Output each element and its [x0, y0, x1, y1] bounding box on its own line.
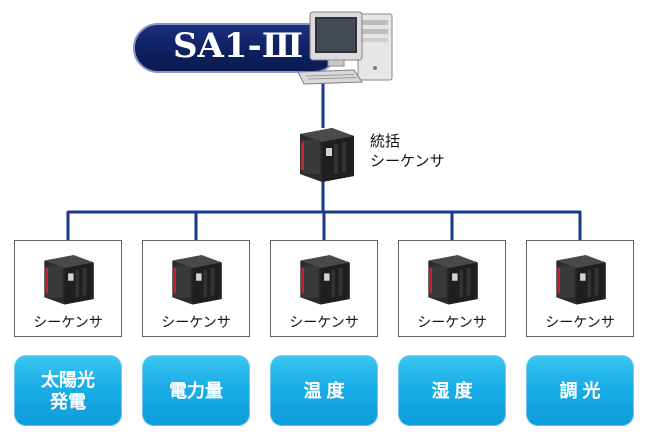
plc-unit-label: シーケンサ — [33, 314, 103, 330]
plc-unit-3: シーケンサ — [270, 240, 378, 337]
function-box-power: 電力量 — [142, 355, 250, 426]
system-badge — [133, 23, 339, 73]
plc-unit-label: シーケンサ — [289, 314, 359, 330]
plc-unit-4: シーケンサ — [398, 240, 506, 337]
plc-unit-1: シーケンサ — [14, 240, 122, 337]
desktop-computer-icon — [297, 11, 393, 85]
plc-module-icon — [300, 255, 350, 305]
plc-module-icon — [44, 255, 94, 305]
plc-module-icon — [172, 255, 222, 305]
plc-unit-5: シーケンサ — [526, 240, 634, 337]
plc-unit-label: シーケンサ — [161, 314, 231, 330]
plc-unit-label: シーケンサ — [545, 314, 615, 330]
function-box-solar: 太陽光 発電 — [14, 355, 122, 426]
plc-unit-2: シーケンサ — [142, 240, 250, 337]
master-label-line1: 統括 — [370, 133, 401, 150]
master-plc-label: 統括 シーケンサ — [370, 132, 445, 172]
plc-module-icon — [556, 255, 606, 305]
function-box-humidity: 湿 度 — [398, 355, 506, 426]
master-plc-icon — [300, 128, 354, 182]
system-label: SA1-Ⅲ — [173, 26, 304, 66]
plc-module-icon — [428, 255, 478, 305]
function-box-temperature: 温 度 — [270, 355, 378, 426]
master-label-line2: シーケンサ — [370, 153, 445, 170]
function-box-lighting: 調 光 — [526, 355, 634, 426]
plc-unit-label: シーケンサ — [417, 314, 487, 330]
